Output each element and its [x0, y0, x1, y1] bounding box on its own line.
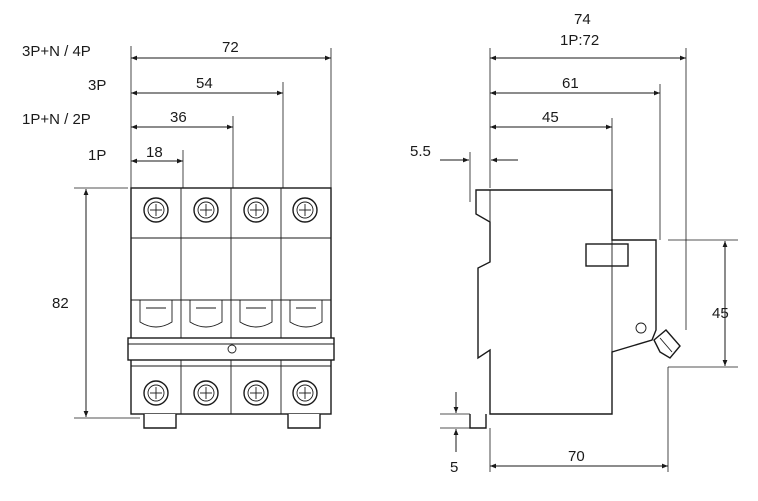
label-3p: 3P — [88, 77, 106, 94]
screw-icon — [143, 197, 169, 223]
screw-icon — [243, 380, 269, 406]
bottom-terminal-screws — [143, 380, 318, 406]
dim-text-36: 36 — [170, 109, 187, 126]
dim-text-82: 82 — [52, 295, 69, 312]
screw-icon — [193, 197, 219, 223]
handle-line — [659, 337, 673, 353]
dim-text-18: 18 — [146, 144, 163, 161]
label-plate — [585, 243, 629, 267]
dim-text-61: 61 — [562, 75, 579, 92]
tie-bar-pin — [227, 344, 237, 354]
dim-text-5: 5 — [450, 459, 458, 476]
handle-recesses — [139, 300, 323, 328]
dim-text-1p72: 1P:72 — [560, 32, 599, 49]
screw-icon — [292, 380, 318, 406]
front-view: 3P+N / 4P 3P 1P+N / 2P 1P 72 54 36 18 82 — [22, 39, 335, 429]
dim-text-45: 45 — [542, 109, 559, 126]
dim-text-5-5: 5.5 — [410, 143, 431, 160]
din-clip-left — [143, 414, 177, 429]
dim-text-45-vertical: 45 — [712, 305, 729, 322]
dim-text-54: 54 — [196, 75, 213, 92]
top-terminal-screws — [143, 197, 318, 223]
label-4p: 3P+N / 4P — [22, 43, 91, 60]
dim-text-74: 74 — [574, 11, 591, 28]
screw-icon — [243, 197, 269, 223]
screw-icon — [193, 380, 219, 406]
pivot-circle — [635, 322, 647, 334]
breaker-side-body — [475, 189, 657, 415]
screw-icon — [143, 380, 169, 406]
screw-icon — [292, 197, 318, 223]
dim-text-70: 70 — [568, 448, 585, 465]
side-view: 74 1P:72 61 45 5.5 — [410, 11, 738, 476]
label-1p: 1P — [88, 147, 106, 164]
label-2p: 1P+N / 2P — [22, 111, 91, 128]
din-foot — [469, 414, 487, 429]
dim-text-72: 72 — [222, 39, 239, 56]
toggle-handle — [653, 329, 681, 359]
handle-tie-bar — [127, 337, 335, 361]
din-clip-right — [287, 414, 321, 429]
